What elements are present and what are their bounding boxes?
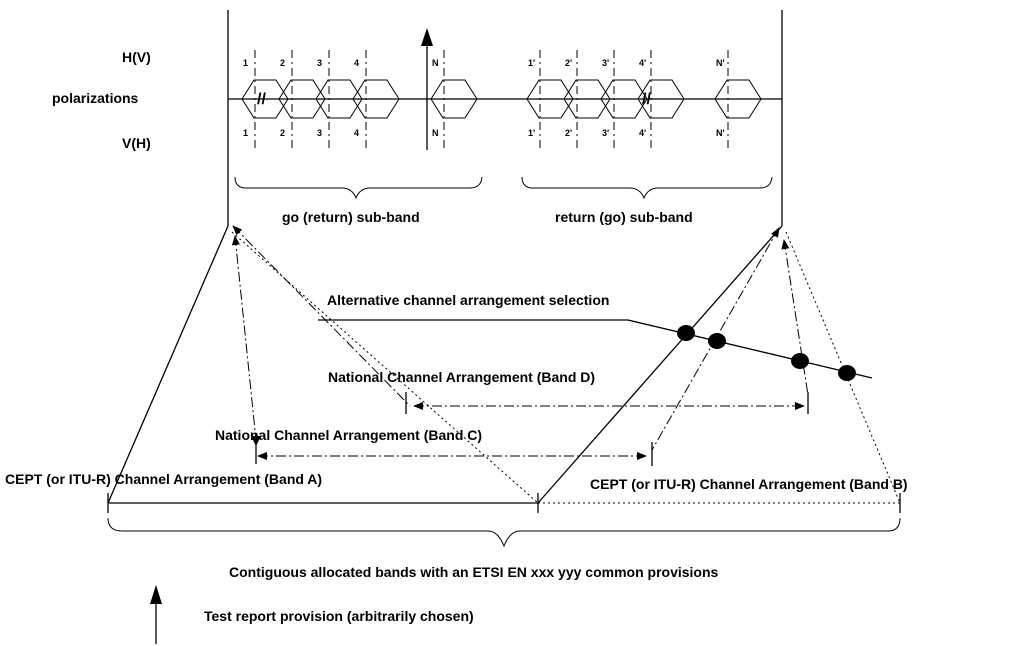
channel-hexagon	[430, 79, 478, 119]
return-channel-group	[526, 50, 762, 150]
channel-label-bottom: 4'	[639, 128, 646, 138]
hv-polarization-label: H(V)	[122, 49, 151, 65]
channel-label-top: 1'	[528, 58, 535, 68]
band-d-link-right	[781, 239, 809, 396]
band-c-left-arrowhead	[251, 436, 261, 446]
band-d-link-left	[232, 225, 411, 407]
channel-hexagon	[714, 79, 762, 119]
channel-label-top: 3'	[602, 58, 609, 68]
go-subband-brace	[234, 176, 483, 200]
national-band-d-label: National Channel Arrangement (Band D)	[328, 369, 595, 385]
channel-label-top: 2'	[565, 58, 572, 68]
band-b-right-edge	[785, 231, 901, 504]
selection-dot-2	[708, 333, 726, 349]
go-subband-label: go (return) sub-band	[282, 209, 420, 225]
go-channel-group	[241, 50, 478, 150]
selection-dot-1	[677, 325, 695, 341]
channel-label-bottom: 1	[243, 128, 248, 138]
break-mark-go: //	[257, 91, 266, 108]
channel-label-top: 3	[317, 58, 322, 68]
band-a-right-edge	[231, 231, 539, 504]
channel-hexagon	[315, 79, 363, 119]
channel-label-bottom: N'	[716, 128, 725, 138]
channel-label-top: 1	[243, 58, 248, 68]
channel-label-top: N'	[716, 58, 725, 68]
legend-arrow-icon	[150, 585, 162, 604]
test-report-channel-arrowhead	[421, 28, 433, 46]
channel-label-bottom: 3'	[602, 128, 609, 138]
channel-label-top: 2	[280, 58, 285, 68]
vh-polarization-label: V(H)	[122, 135, 151, 151]
band-b-left-edge	[537, 225, 783, 504]
channel-hexagon	[526, 79, 574, 119]
channel-label-bottom: 2'	[565, 128, 572, 138]
channel-label-bottom: 3	[317, 128, 322, 138]
break-mark-return: //	[642, 91, 651, 108]
channel-label-bottom: N	[432, 128, 439, 138]
channel-label-top: 4	[354, 58, 359, 68]
channel-label-bottom: 1'	[528, 128, 535, 138]
contiguous-brace	[107, 517, 901, 548]
channel-hexagon	[278, 79, 326, 119]
channel-hexagon	[637, 79, 685, 119]
band-a-left-edge	[107, 225, 229, 504]
channel-hexagon	[563, 79, 611, 119]
channel-label-top: N	[432, 58, 439, 68]
channel-hexagon	[241, 79, 289, 119]
cept-band-a-label: CEPT (or ITU-R) Channel Arrangement (Ban…	[5, 471, 322, 487]
selection-dot-4	[838, 365, 856, 381]
alt-selection-line	[627, 319, 873, 379]
channel-hexagon	[600, 79, 648, 119]
channel-hexagon	[352, 79, 400, 119]
contiguous-bands-label: Contiguous allocated bands with an ETSI …	[229, 564, 719, 580]
polarizations-label: polarizations	[52, 90, 139, 106]
cept-band-b-label: CEPT (or ITU-R) Channel Arrangement (Ban…	[590, 476, 908, 492]
test-report-label: Test report provision (arbitrarily chose…	[204, 608, 474, 624]
channel-label-top: 4'	[639, 58, 646, 68]
selection-dot-3	[791, 353, 809, 369]
band-c-link-left	[231, 235, 257, 441]
return-subband-brace	[521, 176, 773, 200]
channel-label-bottom: 4	[354, 128, 359, 138]
channel-label-bottom: 2	[280, 128, 285, 138]
alt-selection-label: Alternative channel arrangement selectio…	[327, 292, 609, 308]
national-band-c-label: National Channel Arrangement (Band C)	[215, 427, 482, 443]
return-subband-label: return (go) sub-band	[555, 209, 693, 225]
